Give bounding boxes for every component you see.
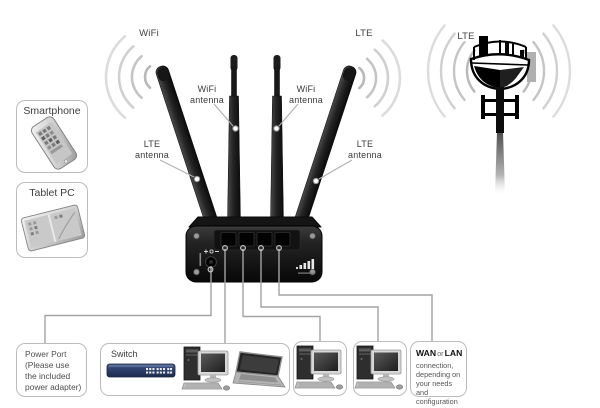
wifi-antenna-left [227, 55, 241, 222]
wifi-antenna-label-left: WiFi antenna [190, 84, 224, 105]
switch-icon [106, 363, 176, 378]
wan-label: WAN [416, 348, 437, 358]
ethernet-ports [220, 232, 291, 247]
switch-label: Switch [111, 349, 138, 359]
router-illustration [185, 216, 323, 283]
wan-lan-description: connection, depending on your needs and … [416, 361, 461, 407]
port-markers [207, 245, 282, 273]
wifi-antenna-label-right: WiFi antenna [289, 84, 323, 105]
power-port-text: Power Port (Please use the included powe… [25, 349, 82, 392]
power-connector-line [44, 266, 212, 343]
wifi-signal-waves-icon [104, 35, 152, 119]
connector-lines [44, 249, 433, 343]
lan3-connector-line [260, 249, 379, 341]
lan2-connector-line [242, 249, 321, 341]
smartphone-icon [30, 116, 78, 170]
lte-tower-label: LTE [457, 31, 475, 42]
computer-box-2 [353, 341, 407, 396]
smartphone-label: Smartphone [23, 105, 81, 117]
wan-lan-box: WANorLAN connection, depending on your n… [410, 341, 467, 406]
lte-signal-label: LTE [355, 28, 373, 39]
wan-connector-line [278, 249, 433, 341]
wifi-antenna-right [270, 55, 284, 222]
lte-antenna-label-left: LTE antenna [135, 139, 169, 160]
router-screws [193, 232, 316, 276]
switch-box: Switch [100, 343, 290, 396]
lte-signal-waves-icon [358, 39, 402, 117]
power-port-box: Power Port (Please use the included powe… [16, 343, 87, 397]
signal-bars-logo-icon [295, 259, 315, 274]
wifi-signal-label: WiFi [139, 28, 159, 39]
tablet-icon [20, 204, 86, 252]
lte-antenna-left [155, 65, 218, 227]
label-leader-lines [159, 103, 353, 185]
smartphone-box: Smartphone [16, 100, 88, 173]
or-label: or [437, 349, 444, 358]
lan-label: LAN [444, 348, 463, 358]
tablet-box: Tablet PC [16, 182, 88, 258]
laptop-icon [232, 351, 286, 388]
wan-lan-heading: WANorLAN [416, 348, 464, 358]
tablet-label: Tablet PC [29, 187, 75, 199]
lte-antenna-label-right: LTE antenna [348, 139, 382, 160]
computer-box-1 [293, 341, 347, 396]
cell-tower-icon [469, 36, 536, 194]
power-jack [199, 249, 219, 268]
